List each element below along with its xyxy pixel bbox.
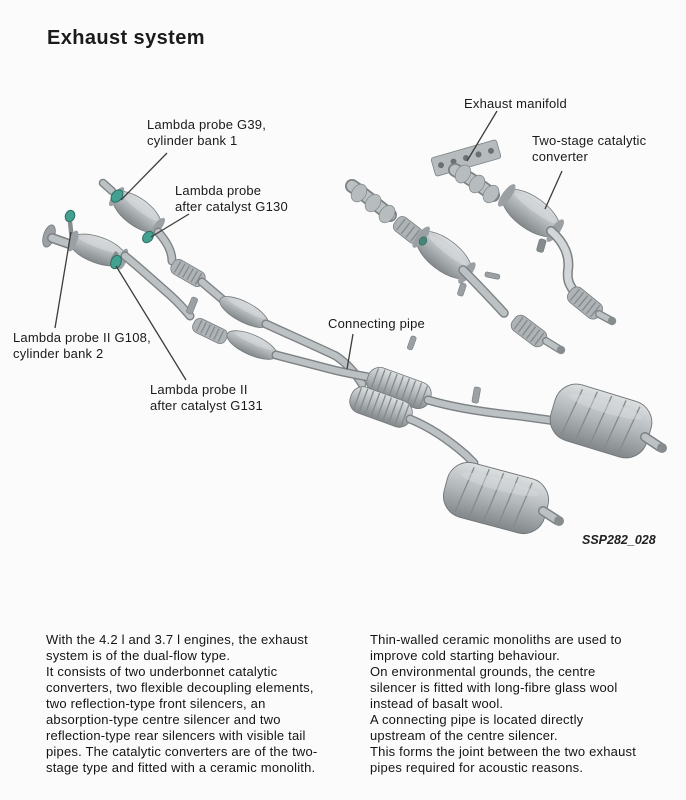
label-exhaust-manifold: Exhaust manifold [464,96,567,111]
paragraph: Thin-walled ceramic monoliths are used t… [370,632,622,663]
body-text-right-column: Thin-walled ceramic monoliths are used t… [370,632,686,776]
label-lambda-probe-g131: Lambda probe II after catalyst G131 [150,382,263,413]
lambda-probe-g131-shape [110,254,122,270]
paragraph: This forms the joint between the two exh… [370,744,637,775]
manifold-catalyst-bank2-shape [430,139,617,326]
rear-silencers-shape [405,383,667,535]
exhaust-system-illustration [42,110,667,535]
paragraph: On environmental grounds, the centre sil… [370,664,618,711]
paragraph: With the 4.2 l and 3.7 l engines, the ex… [46,632,308,663]
label-lambda-probe-g130: Lambda probe after catalyst G130 [175,183,288,214]
lambda-probe-g39-shape [110,189,124,203]
label-lambda-probe-g39: Lambda probe G39, cylinder bank 1 [147,117,267,148]
manifold-catalyst-bank1-shape [345,179,566,355]
main-exhaust-lower-line-shape [42,221,373,382]
centre-silencer-shape [349,335,432,428]
label-two-stage-catalytic-converter: Two-stage catalytic converter [532,133,647,164]
paragraph: A connecting pipe is located directly up… [370,712,584,743]
leader-lines [54,110,563,381]
lambda-probes [64,189,154,270]
lambda-probe-g108-shape [64,209,76,223]
body-text-left-column: With the 4.2 l and 3.7 l engines, the ex… [46,632,366,776]
label-connecting-pipe: Connecting pipe [328,316,425,331]
paragraph: It consists of two underbonnet catalytic… [46,664,318,775]
lambda-probe-g130-shape [142,230,154,244]
figure-reference-number: SSP282_028 [582,533,656,547]
label-lambda-probe-g108: Lambda probe II G108, cylinder bank 2 [13,330,151,361]
page-title: Exhaust system [47,27,205,49]
